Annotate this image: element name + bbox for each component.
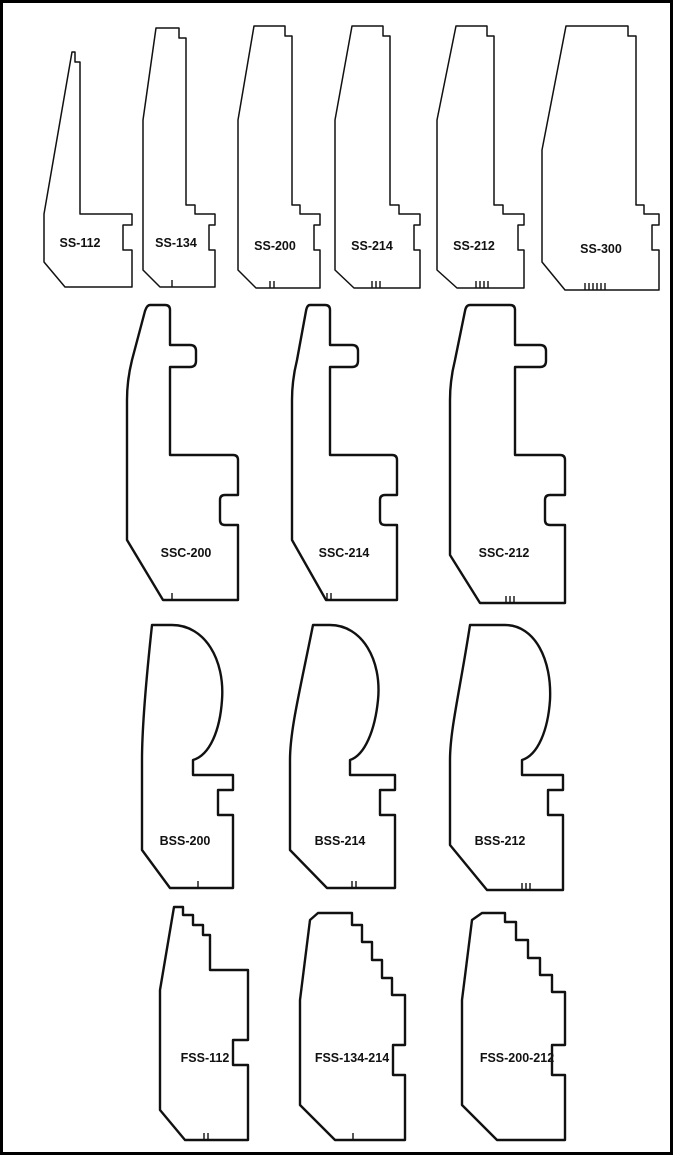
label-ssc-200: SSC-200 [161,546,212,560]
outline-bss-214 [288,623,397,890]
profile-ss-212: SS-212 [436,25,525,289]
profile-ss-134: SS-134 [142,27,216,288]
outline-ss-212 [436,25,525,289]
label-fss-134-214: FSS-134-214 [315,1051,389,1065]
label-ss-200: SS-200 [254,239,296,253]
profile-ss-300: SS-300 [541,25,660,291]
label-ssc-212: SSC-212 [479,546,530,560]
label-ssc-214: SSC-214 [319,546,370,560]
row-bss: BSS-200 BSS-214 BSS-212 [140,623,565,892]
profile-ss-200: SS-200 [237,25,321,289]
ticks-ss-212 [475,281,489,288]
profile-fss-200-212: FSS-200-212 [460,911,567,1142]
profile-bss-214: BSS-214 [288,623,397,890]
row-fss: FSS-112 FSS-134-214 FSS-200-212 [158,905,567,1142]
ticks-bss-212 [521,883,531,890]
ticks-ssc-212 [505,596,515,603]
label-ss-300: SS-300 [580,242,622,256]
label-bss-214: BSS-214 [315,834,366,848]
outline-ss-300 [541,25,660,291]
outline-ssc-212 [448,303,567,605]
label-ss-212: SS-212 [453,239,495,253]
label-ss-112: SS-112 [59,236,100,250]
profile-fss-134-214: FSS-134-214 [298,911,407,1142]
label-fss-112: FSS-112 [181,1051,230,1065]
ticks-bss-214 [351,881,357,888]
profile-fss-112: FSS-112 [158,905,250,1142]
ticks-ss-200 [269,281,275,288]
profile-ss-214: SS-214 [334,25,421,289]
outline-fss-134-214 [298,911,407,1142]
outline-bss-200 [140,623,235,890]
ticks-ssc-214 [326,593,332,600]
outline-fss-200-212 [460,911,567,1142]
label-bss-200: BSS-200 [160,834,211,848]
profile-ssc-212: SSC-212 [448,303,567,605]
ticks-fss-112 [203,1133,209,1140]
outline-ss-134 [142,27,216,288]
profile-ss-112: SS-112 [43,51,133,288]
outline-ss-214 [334,25,421,289]
outline-ssc-200 [125,303,240,602]
profile-bss-200: BSS-200 [140,623,235,890]
ticks-ss-300 [584,283,606,290]
profile-ssc-200: SSC-200 [125,303,240,602]
outline-ss-200 [237,25,321,289]
label-ss-134: SS-134 [155,236,197,250]
row-ss: SS-112 SS-134 SS-200 SS-214 SS-212 SS-30… [43,25,660,291]
profile-bss-212: BSS-212 [448,623,565,892]
profile-ssc-214: SSC-214 [290,303,399,602]
outline-ssc-214 [290,303,399,602]
outline-ss-112 [43,51,133,288]
row-ssc: SSC-200 SSC-214 SSC-212 [125,303,567,605]
outline-bss-212 [448,623,565,892]
outline-fss-112 [158,905,250,1142]
ticks-ss-214 [371,281,381,288]
label-fss-200-212: FSS-200-212 [480,1051,554,1065]
label-ss-214: SS-214 [351,239,393,253]
label-bss-212: BSS-212 [475,834,526,848]
